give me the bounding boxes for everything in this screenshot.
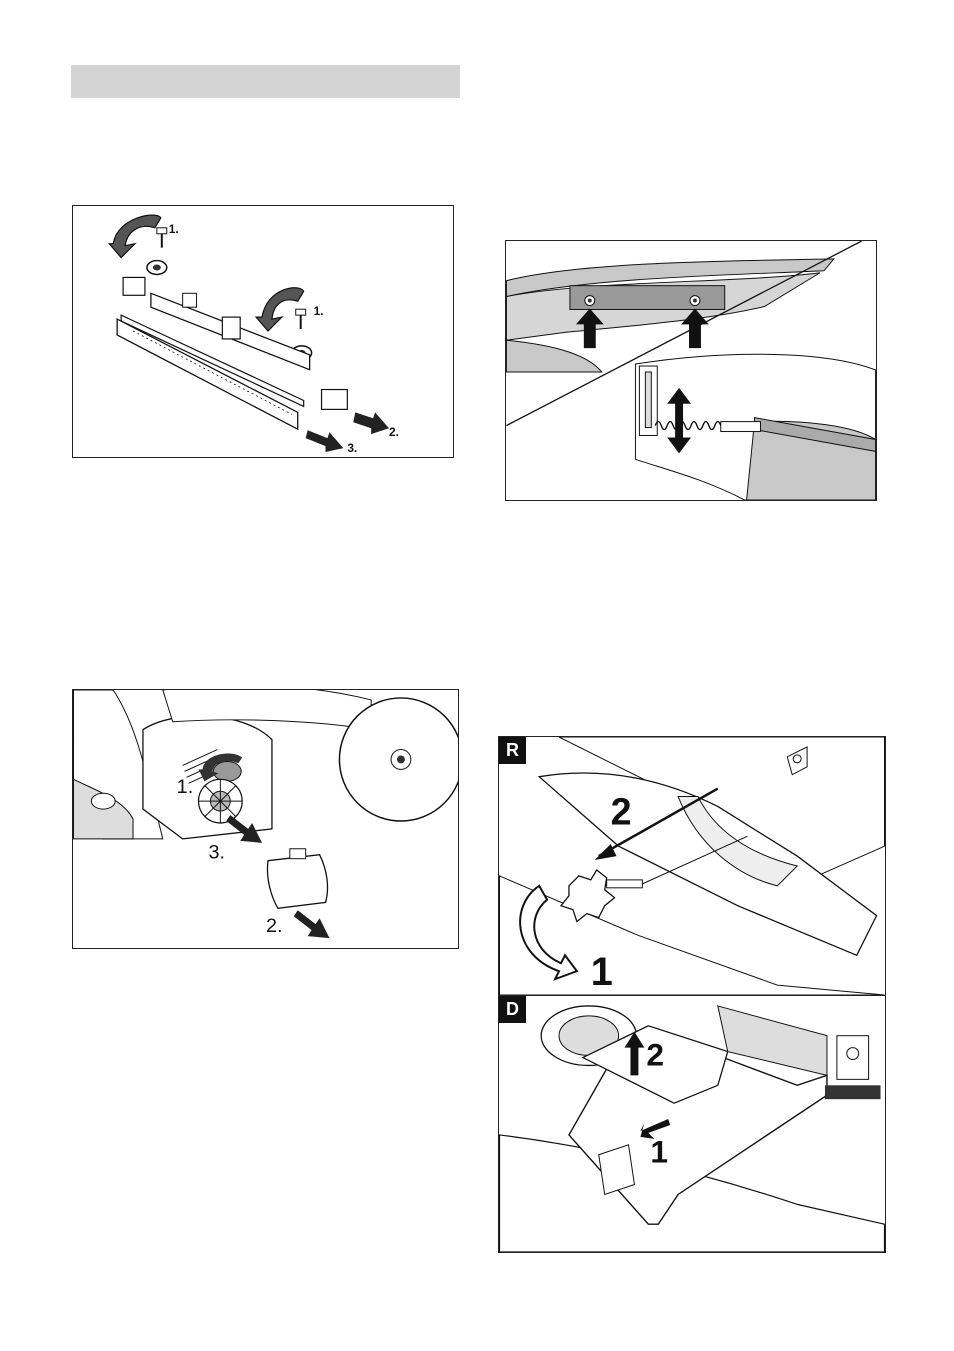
figure-panel-r: 2 1 R xyxy=(498,736,886,996)
badge-r: R xyxy=(499,737,526,764)
label-step-1b: 1. xyxy=(314,304,324,318)
badge-d: D xyxy=(499,996,526,1023)
label-step-3: 3. xyxy=(208,842,225,864)
label-step-1: 1. xyxy=(177,776,194,798)
panel-d-illustration: 2 1 xyxy=(499,996,885,1252)
squeegee-illustration: 1. 1. 2. 3. xyxy=(73,206,453,457)
brush-illustration: 1. 2. 3. xyxy=(73,690,458,948)
panel-r-illustration: 2 1 xyxy=(499,737,885,995)
label-step-1: 1 xyxy=(650,1134,668,1170)
label-step-2: 2 xyxy=(611,790,632,832)
figure-brush-removal: 1. 2. 3. xyxy=(72,689,459,949)
screw-icon xyxy=(157,228,167,248)
spring-illustration xyxy=(506,241,876,500)
label-step-1a: 1. xyxy=(169,222,179,236)
label-step-2: 2. xyxy=(266,915,283,937)
figure-squeegee-removal: 1. 1. 2. 3. xyxy=(72,205,454,458)
label-step-1: 1 xyxy=(591,950,613,994)
section-header-bar xyxy=(71,65,460,98)
figure-spring-adjustment xyxy=(505,240,877,501)
arrow-icon xyxy=(294,910,330,938)
arrow-icon xyxy=(353,412,389,434)
knob-icon xyxy=(213,761,241,781)
label-step-3: 3. xyxy=(347,441,357,455)
figure-panel-d: 2 1 D xyxy=(498,995,886,1253)
label-step-2: 2 xyxy=(646,1036,664,1072)
screw-icon xyxy=(296,309,306,329)
rotate-arrow-icon xyxy=(109,215,161,257)
arrow-icon xyxy=(306,430,344,452)
label-step-2: 2. xyxy=(389,425,399,439)
brush-cover xyxy=(267,855,327,909)
